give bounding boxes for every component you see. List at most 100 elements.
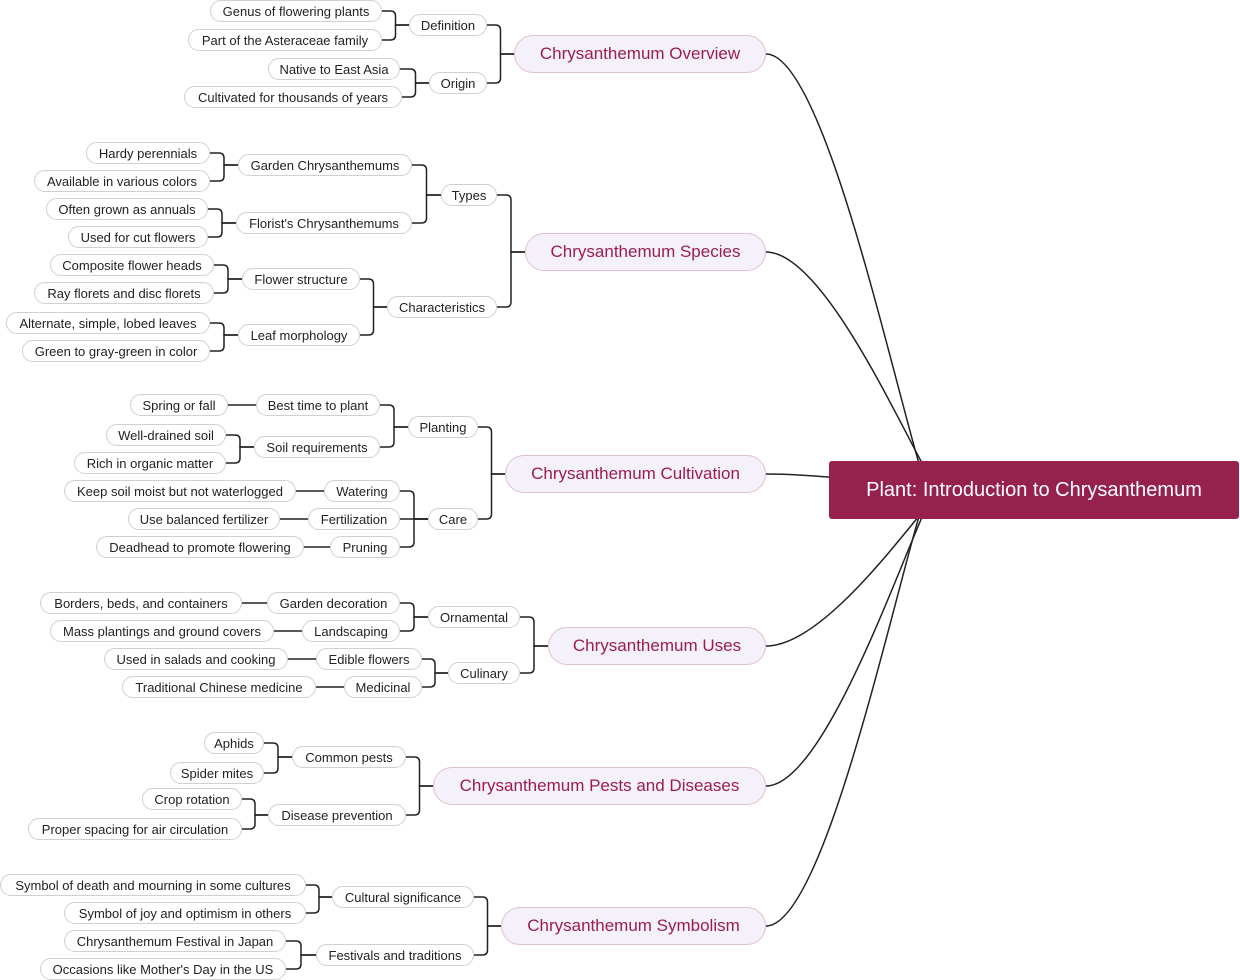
subgroup-node[interactable]: Pruning bbox=[330, 536, 400, 558]
leaf-node[interactable]: Available in various colors bbox=[34, 170, 210, 192]
connector-line bbox=[208, 208, 236, 224]
connector-line bbox=[264, 742, 292, 758]
group-node[interactable]: Types bbox=[441, 184, 497, 206]
connector-line bbox=[497, 194, 525, 253]
connector-line bbox=[380, 404, 408, 428]
subgroup-node[interactable]: Landscaping bbox=[302, 620, 400, 642]
connector-line bbox=[406, 785, 433, 816]
connector-line bbox=[210, 152, 238, 166]
connector-line bbox=[487, 53, 514, 84]
branch-connector bbox=[765, 489, 935, 787]
group-node[interactable]: Cultural significance bbox=[332, 886, 474, 908]
connector-line bbox=[264, 756, 292, 774]
leaf-node[interactable]: Often grown as annuals bbox=[46, 198, 208, 220]
leaf-node[interactable]: Traditional Chinese medicine bbox=[122, 676, 316, 698]
branch-connector bbox=[765, 489, 928, 927]
connector-line bbox=[497, 251, 525, 308]
subgroup-node[interactable]: Flower structure bbox=[242, 268, 360, 290]
subgroup-node[interactable]: Garden decoration bbox=[267, 592, 400, 614]
connector-line bbox=[242, 798, 268, 816]
group-node[interactable]: Culinary bbox=[448, 662, 520, 684]
connector-line bbox=[360, 278, 387, 308]
branch-node[interactable]: Chrysanthemum Symbolism bbox=[501, 907, 766, 945]
leaf-node[interactable]: Occasions like Mother's Day in the US bbox=[40, 958, 286, 980]
leaf-node[interactable]: Alternate, simple, lobed leaves bbox=[6, 312, 210, 334]
connector-line bbox=[360, 306, 387, 336]
subgroup-node[interactable]: Best time to plant bbox=[256, 394, 380, 416]
group-node[interactable]: Ornamental bbox=[428, 606, 520, 628]
subgroup-node[interactable]: Leaf morphology bbox=[238, 324, 360, 346]
branch-node[interactable]: Chrysanthemum Overview bbox=[514, 35, 766, 73]
subgroup-node[interactable]: Watering bbox=[324, 480, 400, 502]
connector-line bbox=[306, 884, 332, 898]
leaf-node[interactable]: Part of the Asteraceae family bbox=[188, 29, 382, 51]
leaf-node[interactable]: Symbol of joy and optimism in others bbox=[64, 902, 306, 924]
leaf-node[interactable]: Keep soil moist but not waterlogged bbox=[64, 480, 296, 502]
connector-line bbox=[210, 334, 238, 352]
subgroup-node[interactable]: Medicinal bbox=[344, 676, 422, 698]
connector-line bbox=[214, 278, 242, 294]
leaf-node[interactable]: Use balanced fertilizer bbox=[128, 508, 280, 530]
group-node[interactable]: Origin bbox=[429, 72, 487, 94]
connector-line bbox=[520, 616, 548, 647]
leaf-node[interactable]: Borders, beds, and containers bbox=[40, 592, 242, 614]
leaf-node[interactable]: Proper spacing for air circulation bbox=[28, 818, 242, 840]
connector-line bbox=[380, 426, 408, 448]
subgroup-node[interactable]: Florist's Chrysanthemums bbox=[236, 212, 412, 234]
connector-line bbox=[226, 446, 254, 464]
branch-node[interactable]: Chrysanthemum Uses bbox=[548, 627, 766, 665]
group-node[interactable]: Common pests bbox=[292, 746, 406, 768]
connector-line bbox=[487, 24, 514, 55]
connector-line bbox=[242, 814, 268, 830]
leaf-node[interactable]: Symbol of death and mourning in some cul… bbox=[0, 874, 306, 896]
connector-line bbox=[382, 10, 409, 26]
leaf-node[interactable]: Native to East Asia bbox=[268, 58, 400, 80]
leaf-node[interactable]: Cultivated for thousands of years bbox=[184, 86, 402, 108]
leaf-node[interactable]: Spider mites bbox=[170, 762, 264, 784]
branch-node[interactable]: Chrysanthemum Cultivation bbox=[505, 455, 766, 493]
leaf-node[interactable]: Used in salads and cooking bbox=[104, 648, 288, 670]
connector-line bbox=[422, 658, 448, 674]
branch-node[interactable]: Chrysanthemum Species bbox=[525, 233, 766, 271]
leaf-node[interactable]: Composite flower heads bbox=[50, 254, 214, 276]
connector-line bbox=[520, 645, 548, 674]
leaf-node[interactable]: Mass plantings and ground covers bbox=[50, 620, 274, 642]
connector-line bbox=[208, 222, 236, 238]
connector-line bbox=[474, 896, 501, 927]
leaf-node[interactable]: Green to gray-green in color bbox=[22, 340, 210, 362]
group-node[interactable]: Festivals and traditions bbox=[316, 944, 474, 966]
subgroup-node[interactable]: Edible flowers bbox=[316, 648, 422, 670]
leaf-node[interactable]: Spring or fall bbox=[130, 394, 228, 416]
leaf-node[interactable]: Chrysanthemum Festival in Japan bbox=[64, 930, 286, 952]
group-node[interactable]: Disease prevention bbox=[268, 804, 406, 826]
subgroup-node[interactable]: Soil requirements bbox=[254, 436, 380, 458]
root-node[interactable]: Plant: Introduction to Chrysanthemum bbox=[829, 461, 1239, 519]
branch-connector bbox=[765, 53, 928, 491]
connector-line bbox=[214, 264, 242, 280]
group-node[interactable]: Planting bbox=[408, 416, 478, 438]
connector-line bbox=[400, 616, 428, 632]
leaf-node[interactable]: Hardy perennials bbox=[86, 142, 210, 164]
leaf-node[interactable]: Genus of flowering plants bbox=[210, 0, 382, 22]
connector-line bbox=[286, 940, 316, 956]
subgroup-node[interactable]: Garden Chrysanthemums bbox=[238, 154, 412, 176]
connector-line bbox=[400, 490, 428, 520]
leaf-node[interactable]: Well-drained soil bbox=[106, 424, 226, 446]
connector-line bbox=[400, 518, 428, 548]
leaf-node[interactable]: Crop rotation bbox=[142, 788, 242, 810]
leaf-node[interactable]: Aphids bbox=[204, 732, 264, 754]
leaf-node[interactable]: Ray florets and disc florets bbox=[34, 282, 214, 304]
branch-node[interactable]: Chrysanthemum Pests and Diseases bbox=[433, 767, 766, 805]
leaf-node[interactable]: Used for cut flowers bbox=[68, 226, 208, 248]
connector-line bbox=[400, 602, 428, 618]
group-node[interactable]: Characteristics bbox=[387, 296, 497, 318]
subgroup-node[interactable]: Fertilization bbox=[308, 508, 400, 530]
leaf-node[interactable]: Rich in organic matter bbox=[74, 452, 226, 474]
connector-line bbox=[422, 672, 448, 688]
leaf-node[interactable]: Deadhead to promote flowering bbox=[96, 536, 304, 558]
group-node[interactable]: Definition bbox=[409, 14, 487, 36]
connector-line bbox=[406, 756, 433, 787]
group-node[interactable]: Care bbox=[428, 508, 478, 530]
connector-line bbox=[210, 164, 238, 182]
